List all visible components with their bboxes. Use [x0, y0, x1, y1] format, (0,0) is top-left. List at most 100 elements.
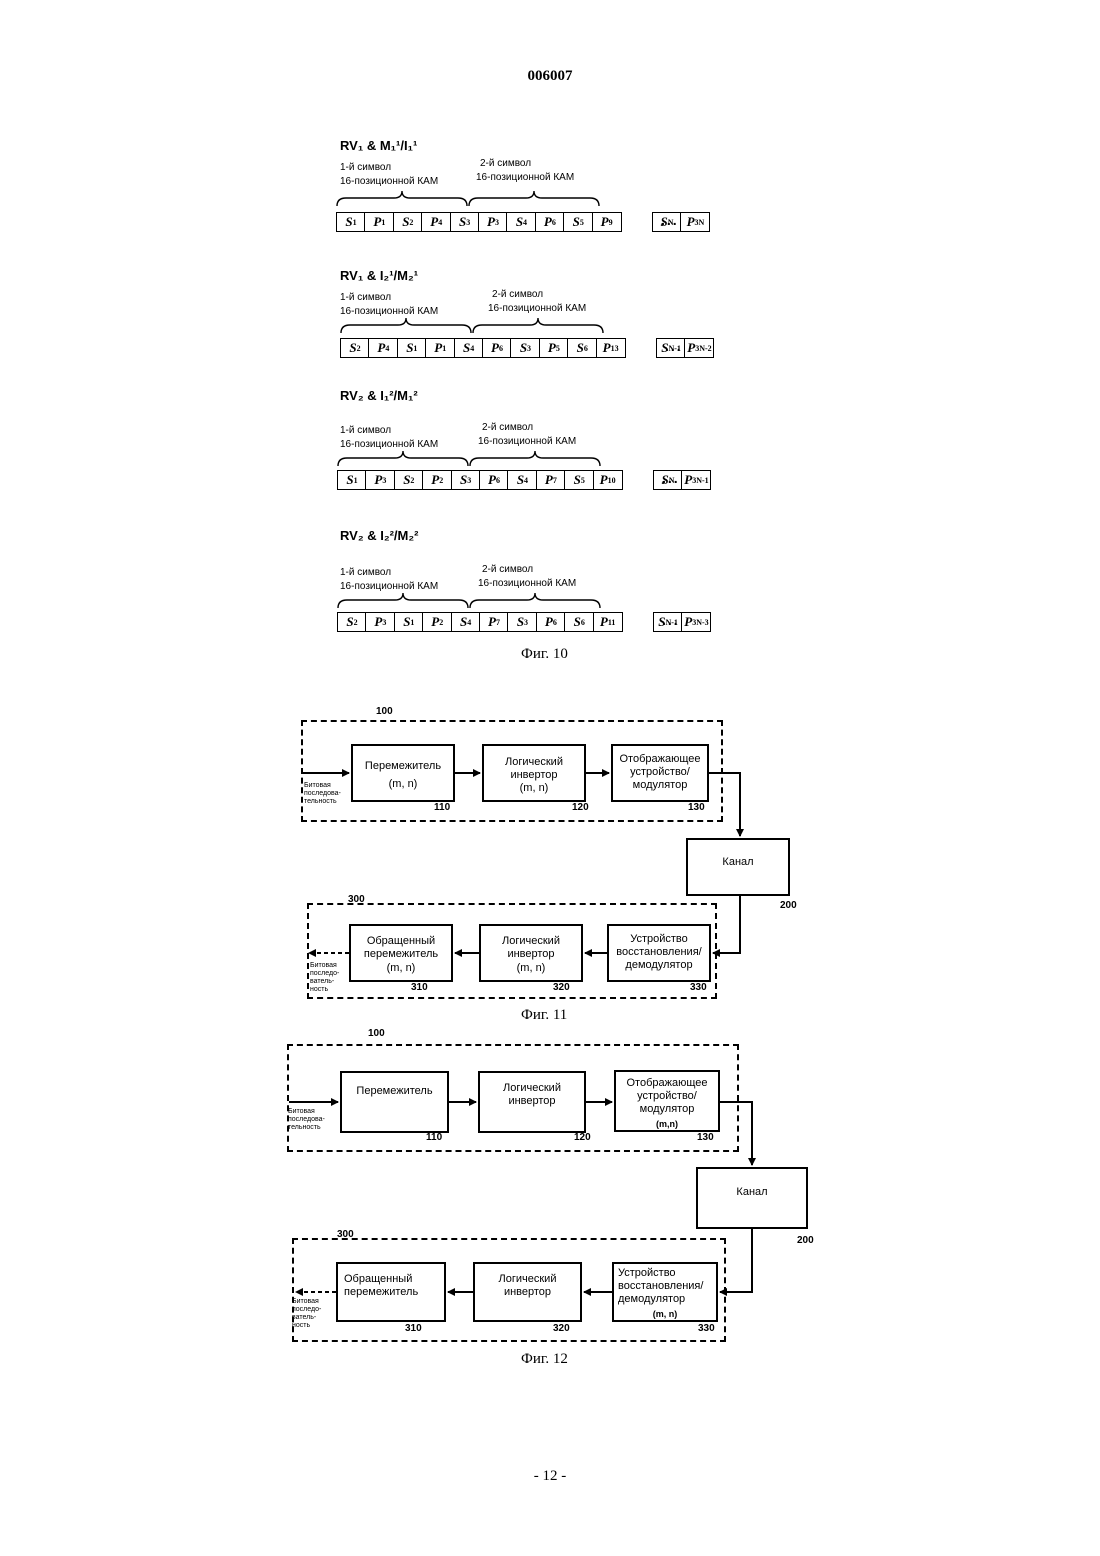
- fig10-row1-cell: P4: [421, 212, 451, 232]
- fig12-inverter-block: Логический инвертор: [478, 1071, 586, 1133]
- fig11-channel-number: 200: [780, 900, 797, 911]
- fig11-inverter-block: Логический инвертор (m, n): [482, 744, 586, 802]
- fig10-row2-cell: S2: [340, 338, 370, 358]
- fig10-row3-cells: S1 P3 S2 P2 S3 P6 S4 P7 S5 P10 SN P3N-1: [337, 470, 710, 490]
- fig11-tx-number: 100: [376, 706, 393, 717]
- fig11-deinterleaver-number: 310: [411, 982, 428, 993]
- fig11-rx-inverter-number: 320: [553, 982, 570, 993]
- fig11-deinterleaver-block: Обращенный перемежитель (m, n): [349, 924, 453, 982]
- fig10-row3-cell: S5: [564, 470, 594, 490]
- fig10-row4-cell: P11: [593, 612, 623, 632]
- fig10-row1-cell: P3: [478, 212, 508, 232]
- fig10-row2-cell: S1: [397, 338, 427, 358]
- fig11-caption: Фиг. 11: [521, 1007, 567, 1024]
- fig10-row4-cell: P7: [479, 612, 509, 632]
- fig12-deinterleaver-number: 310: [405, 1323, 422, 1334]
- fig10-row3-cell: P7: [536, 470, 566, 490]
- fig10-row2-group1-label: 1-й символ16-позиционной КАМ: [340, 291, 438, 319]
- fig10-row1-cells: S1 P1 S2 P4 S3 P3 S4 P6 S5 P9 SN P3N: [336, 212, 709, 232]
- fig10-row4-cell: S6: [564, 612, 594, 632]
- fig10-row2-cell: P5: [539, 338, 569, 358]
- fig10-row4-cell: P6: [536, 612, 566, 632]
- fig10-row3-cell: P10: [593, 470, 623, 490]
- fig10-row4-cell: P3: [365, 612, 395, 632]
- fig11-arrow-channel-330: [713, 896, 740, 953]
- fig12-inverter-number: 120: [574, 1132, 591, 1143]
- fig10-row4-cell: P2: [422, 612, 452, 632]
- fig10-row2-title: RV₁ & I₂¹/M₂¹: [340, 268, 418, 283]
- fig10-row3-cell: P3: [365, 470, 395, 490]
- fig10-row2-group2-label: 2-й символ16-позиционной КАМ: [488, 288, 586, 316]
- fig10-row2-cell: S3: [510, 338, 540, 358]
- fig10-row3-cell: P2: [422, 470, 452, 490]
- fig10-row1-cell: P9: [592, 212, 622, 232]
- fig10-row3-braces: [337, 450, 601, 468]
- fig11-mapper-number: 130: [688, 802, 705, 813]
- fig10-row3-group1-label: 1-й символ16-позиционной КАМ: [340, 424, 438, 452]
- fig10-row1-cell: P3N: [680, 212, 710, 232]
- fig10-row2-cell: P13: [596, 338, 626, 358]
- fig10-row3-title: RV₂ & I₁²/M₁²: [340, 388, 418, 403]
- fig12-caption: Фиг. 12: [521, 1351, 568, 1368]
- fig10-row1-group1-label: 1-й символ16-позиционной КАМ: [340, 161, 438, 189]
- fig10-row2-cells: S2 P4 S1 P1 S4 P6 S3 P5 S6 P13 SN-1 P3N-…: [340, 338, 713, 358]
- fig12-rx-inverter-number: 320: [553, 1323, 570, 1334]
- fig10-row2-ellipsis: ...: [665, 338, 683, 354]
- fig10-row2-cell: P4: [368, 338, 398, 358]
- fig12-demapper-block: Устройство восстановления/ демодулятор (…: [612, 1262, 718, 1322]
- fig10-row3-cell: S1: [337, 470, 367, 490]
- fig12-output-label: Битовая последо-ватель-ность: [292, 1298, 332, 1330]
- fig11-output-label: Битовая последо-ватель-ность: [310, 962, 348, 994]
- page-footer-number: - 12 -: [0, 1468, 1100, 1485]
- fig11-channel-block: Канал: [686, 838, 790, 896]
- fig12-interleaver-block: Перемежитель: [340, 1071, 449, 1133]
- fig10-row2-braces: [340, 317, 604, 335]
- fig10-row4-cell: S1: [394, 612, 424, 632]
- fig10-row4-ellipsis: ...: [662, 612, 680, 628]
- fig12-interleaver-number: 110: [426, 1132, 442, 1143]
- fig10-row1-cell: S5: [563, 212, 593, 232]
- fig11-demapper-number: 330: [690, 982, 707, 993]
- fig11-interleaver-block: Перемежитель (m, n): [351, 744, 455, 802]
- fig11-input-label: Битовая последова-тельность: [304, 782, 350, 806]
- fig10-row2-cell: P3N-2: [684, 338, 714, 358]
- fig10-row1-ellipsis: ...: [661, 212, 679, 228]
- fig12-mapper-block: Отображающее устройство/ модулятор (m,n): [614, 1070, 720, 1132]
- fig12-channel-block: Канал: [696, 1167, 808, 1229]
- fig10-row4-cell: P3N-3: [681, 612, 711, 632]
- fig10-row3-cell: S4: [507, 470, 537, 490]
- fig10-row1-cell: S4: [506, 212, 536, 232]
- fig11-interleaver-number: 110: [434, 802, 450, 813]
- fig10-row2-cell: P1: [425, 338, 455, 358]
- fig10-row4-cells: S2 P3 S1 P2 S4 P7 S3 P6 S6 P11 SN-1 P3N-…: [337, 612, 710, 632]
- fig10-row2-cell: S6: [567, 338, 597, 358]
- fig10-row4-braces: [337, 592, 601, 610]
- fig12-rx-inverter-block: Логический инвертор: [473, 1262, 582, 1322]
- fig11-rx-inverter-block: Логический инвертор (m, n): [479, 924, 583, 982]
- fig12-mapper-number: 130: [697, 1132, 714, 1143]
- fig12-tx-number: 100: [368, 1028, 385, 1039]
- fig12-deinterleaver-block: Обращенный перемежитель: [336, 1262, 446, 1322]
- fig10-row3-ellipsis: ...: [662, 470, 680, 486]
- fig11-mapper-block: Отображающее устройство/ модулятор: [611, 744, 709, 802]
- fig10-row1-braces: [336, 190, 600, 208]
- fig10-row4-cell: S3: [507, 612, 537, 632]
- fig10-row1-cell: S2: [393, 212, 423, 232]
- fig10-row4-group1-label: 1-й символ16-позиционной КАМ: [340, 566, 438, 594]
- fig10-row2-cell: S4: [454, 338, 484, 358]
- fig10-row1-cell: P6: [535, 212, 565, 232]
- fig12-channel-number: 200: [797, 1235, 814, 1246]
- fig10-row1-group2-label: 2-й символ16-позиционной КАМ: [476, 157, 574, 185]
- fig10-row4-cell: S2: [337, 612, 367, 632]
- fig10-row3-cell: S2: [394, 470, 424, 490]
- fig10-row2-cell: P6: [482, 338, 512, 358]
- fig10-row1-cell: S3: [450, 212, 480, 232]
- fig10-row4-group2-label: 2-й символ16-позиционной КАМ: [478, 563, 576, 591]
- fig10-row3-cell: S3: [451, 470, 481, 490]
- fig10-caption: Фиг. 10: [521, 646, 568, 663]
- fig10-row3-cell: P6: [479, 470, 509, 490]
- fig10-row1-cell: S1: [336, 212, 366, 232]
- fig11-inverter-number: 120: [572, 802, 589, 813]
- fig10-row3-cell: P3N-1: [681, 470, 711, 490]
- fig10-row4-cell: S4: [451, 612, 481, 632]
